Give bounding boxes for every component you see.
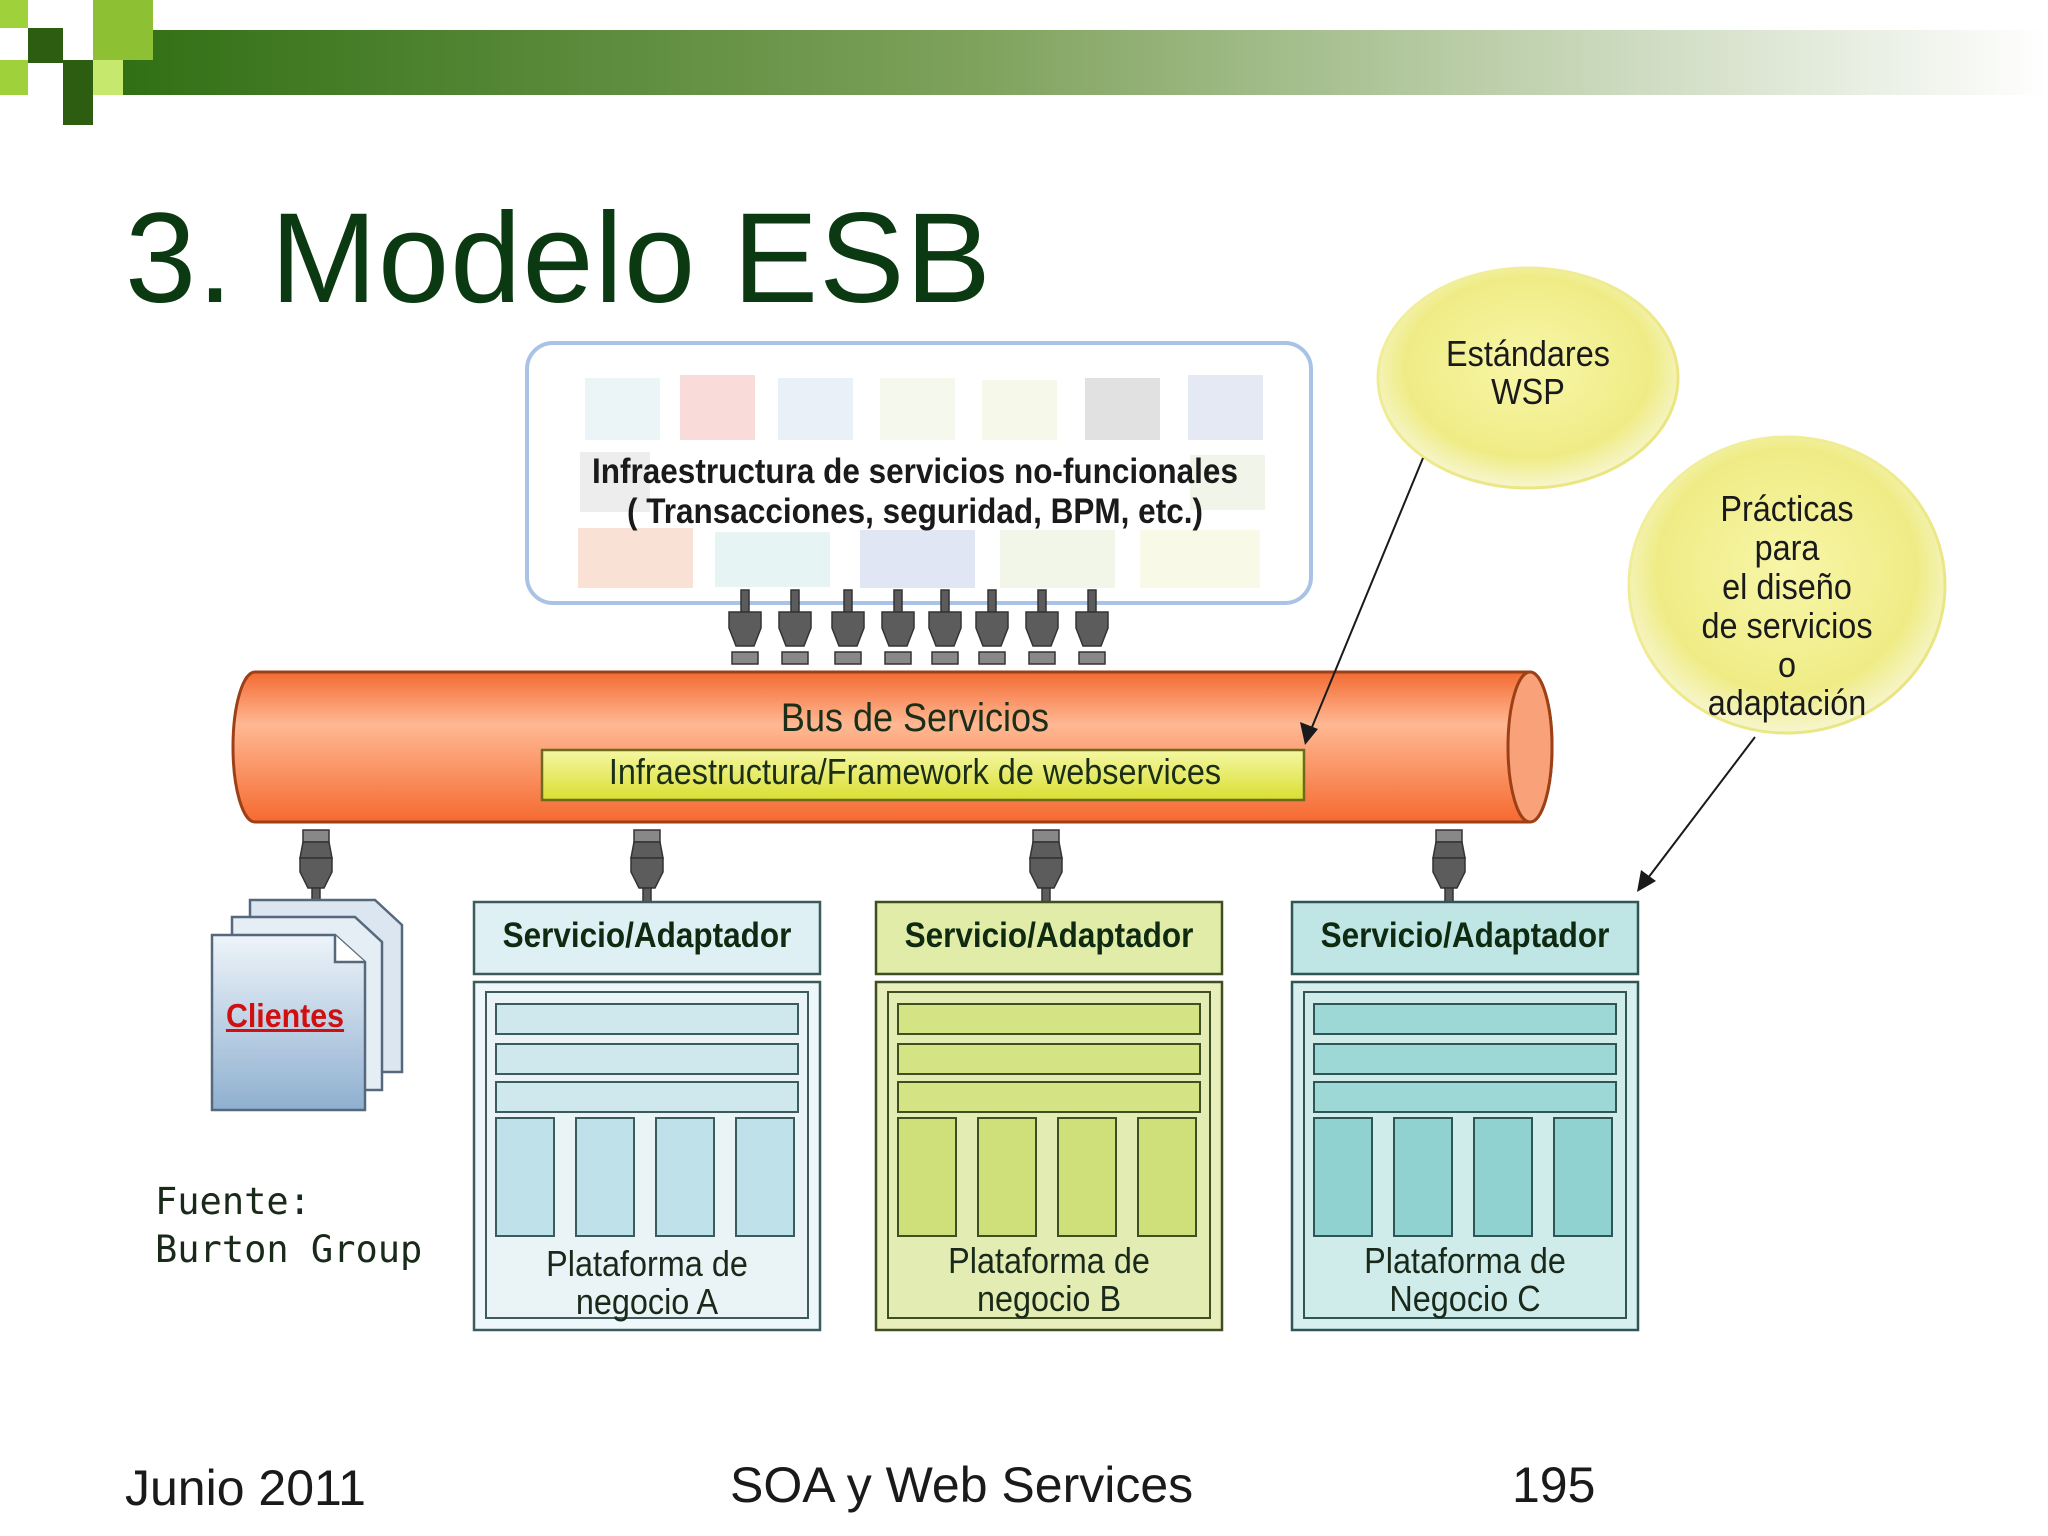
service-b-graphic [874,900,1224,1332]
bubble-practicas-line: el diseño [1722,565,1852,607]
framework-label: Infraestructura/Framework de webservices [608,751,1222,792]
platform-a-line: negocio A [575,1280,719,1322]
header-band [0,0,2048,125]
source-line: Burton Group [155,1228,423,1272]
source-line: Fuente: [155,1180,311,1223]
infrastructure-label-line1: Infraestructura de servicios no-funciona… [592,452,1238,491]
service-a-adapter-label: Servicio/Adaptador [502,916,792,955]
service-c-adapter-label: Servicio/Adaptador [1320,916,1610,955]
platform-a-label: Plataforma de negocio A [499,1245,796,1321]
bubble-practicas-text: Prácticas para el diseño de servicios o … [1670,488,1904,724]
bubble-practicas-line: de servicios [1701,604,1873,646]
clients-document-stack [210,898,404,1112]
platform-c-line: Negocio C [1389,1277,1541,1319]
infrastructure-tiles [578,375,1265,588]
arrow-practicas [1637,736,1756,892]
bus-connectors [299,829,1466,903]
platform-c-label: Plataforma de Negocio C [1317,1242,1614,1318]
service-a-graphic [472,900,822,1332]
footer-page-number: 195 [1512,1457,1596,1513]
infrastructure-label-line2: ( Transacciones, seguridad, BPM, etc.) [627,492,1203,532]
service-c-graphic [1290,900,1640,1332]
clients-link[interactable]: Clientes [225,997,345,1034]
platform-a-line: Plataforma de [546,1243,748,1284]
source-note: Fuente: Burton Group [155,1178,422,1274]
bubble-practicas [1627,435,1947,735]
platform-b-line: negocio B [976,1277,1122,1319]
bubble-practicas-line: para [1754,526,1820,568]
platform-c-line: Plataforma de [1364,1240,1566,1281]
bubble-wsp-text: Estándares WSP [1411,335,1645,411]
platform-b-label: Plataforma de negocio B [901,1242,1198,1318]
bubble-wsp-line: Estándares [1446,333,1610,374]
footer-date: Junio 2011 [125,1460,366,1516]
bubble-wsp [1376,266,1680,490]
bus-label: Bus de Servicios [780,696,1050,740]
infrastructure-label: Infraestructura de servicios no-funciona… [564,452,1266,533]
slide-title: 3. Modelo ESB [125,187,992,330]
platform-b-line: Plataforma de [948,1240,1150,1281]
framework-bar [540,748,1306,802]
infrastructure-connectors [728,589,1109,665]
footer-course: SOA y Web Services [730,1457,1194,1513]
infrastructure-box [525,341,1313,605]
bubble-wsp-line: WSP [1491,370,1565,412]
service-b-adapter-label: Servicio/Adaptador [904,916,1194,955]
arrow-wsp [1300,457,1424,745]
bubble-practicas-line: o [1777,643,1797,685]
bubble-practicas-line: Prácticas [1720,488,1854,529]
bubble-practicas-line: adaptación [1707,682,1867,724]
